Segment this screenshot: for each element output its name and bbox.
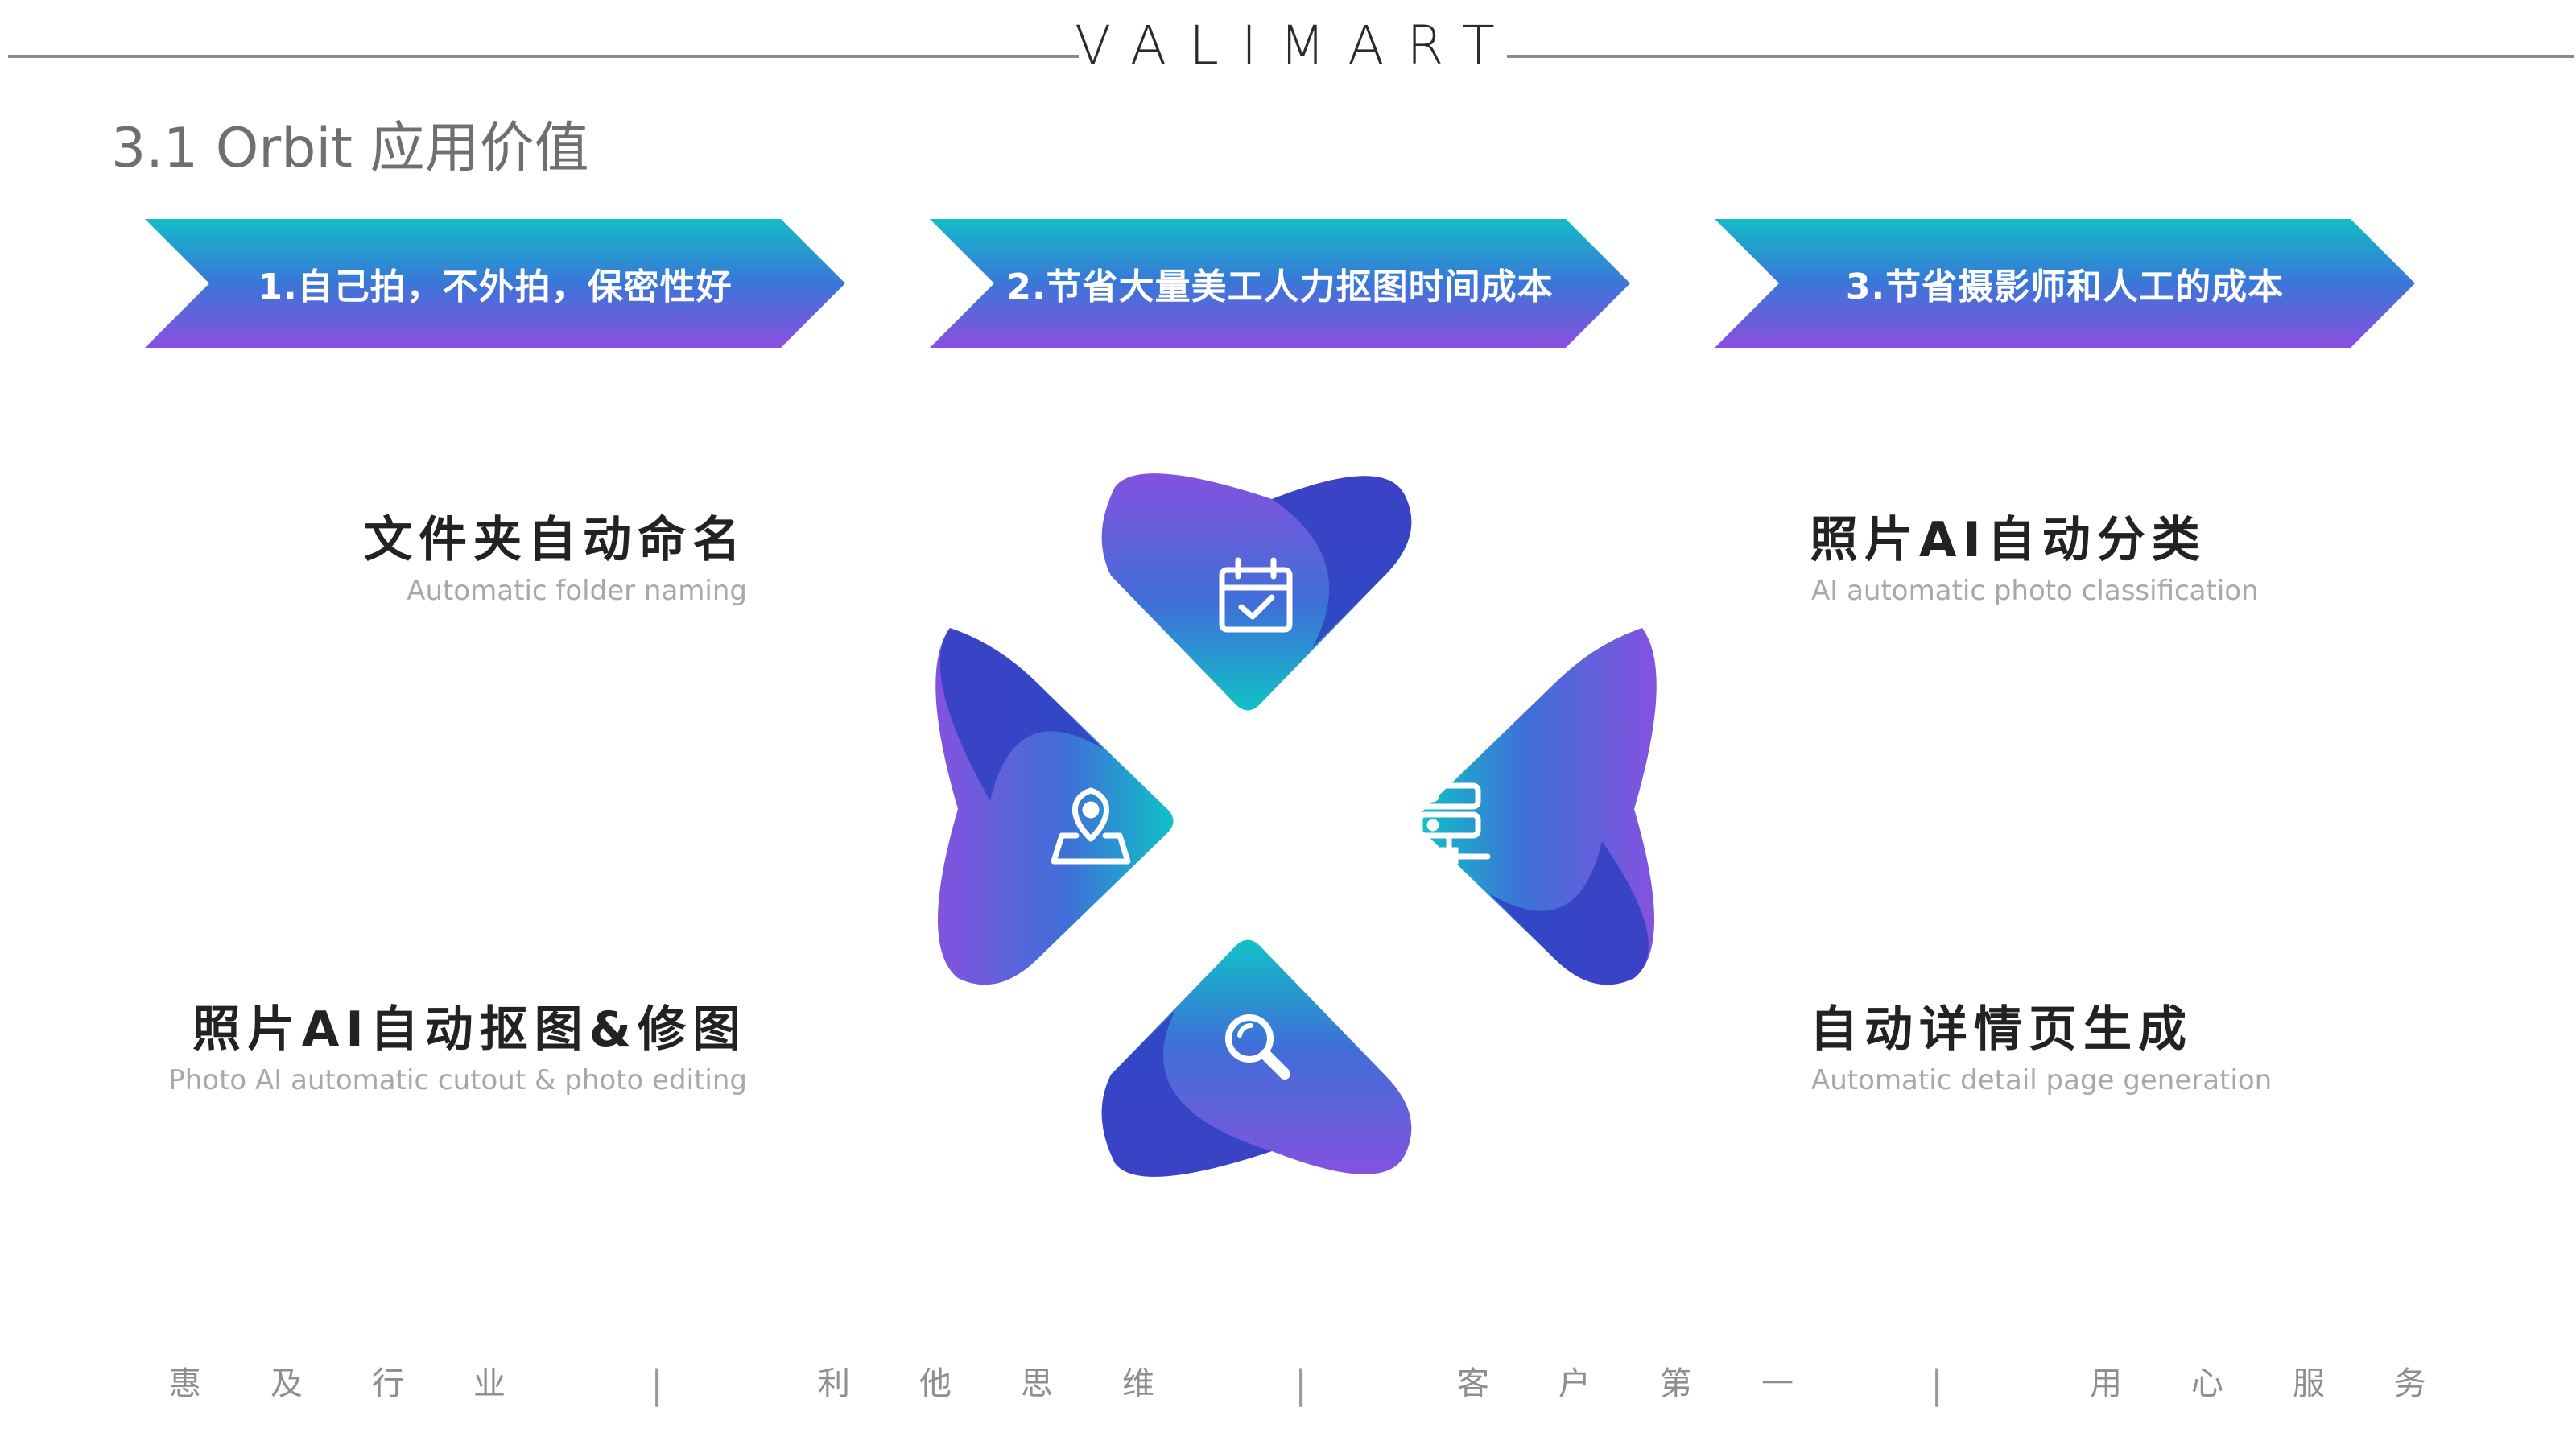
feature-title-photo-classification: 照片AI自动分类 [1810, 512, 2207, 568]
value-banner-1: 1.自己拍，不外拍，保密性好 [145, 219, 845, 348]
banner-chevron-shape [930, 219, 1630, 348]
feature-subtitle-detail-page: Automatic detail page generation [1811, 1064, 2273, 1096]
banner-label: 1.自己拍，不外拍，保密性好 [258, 266, 733, 308]
feature-subtitle-cutout-editing: Photo AI automatic cutout & photo editin… [168, 1064, 747, 1096]
footer-value-2: 利他思维 [818, 1365, 1224, 1402]
orbit-petal-graphic [935, 473, 1657, 1177]
brand-logo-text: VALIMART [1075, 14, 1517, 76]
map-pin-icon [1051, 787, 1131, 865]
banner-label: 3.节省摄影师和人工的成本 [1845, 266, 2285, 308]
header-rule-left [8, 55, 1079, 58]
footer-value-3: 客户第一 [1457, 1365, 1863, 1402]
magnifier-icon [1225, 1014, 1290, 1080]
footer-separator: | [1930, 1362, 1944, 1407]
page-title: 3.1 Orbit 应用价值 [111, 117, 589, 180]
value-banner-2: 2.节省大量美工人力抠图时间成本 [930, 219, 1630, 348]
header-rule-right [1507, 55, 2574, 58]
feature-title-folder-naming: 文件夹自动命名 [364, 512, 747, 568]
footer-separator: | [650, 1362, 664, 1407]
feature-subtitle-folder-naming: Automatic folder naming [407, 575, 747, 607]
calendar-check-icon [1219, 557, 1293, 633]
footer-value-4: 用心服务 [2090, 1365, 2496, 1402]
footer-value-1: 惠及行业 [169, 1365, 575, 1402]
banner-label: 2.节省大量美工人力抠图时间成本 [1006, 266, 1554, 308]
feature-subtitle-photo-classification: AI automatic photo classification [1811, 575, 2259, 607]
feature-title-cutout-editing: 照片AI自动抠图&修图 [192, 1001, 747, 1058]
server-network-icon [1407, 782, 1491, 865]
petal-top [1101, 473, 1412, 711]
petal-left [935, 628, 1174, 985]
value-banner-3: 3.节省摄影师和人工的成本 [1715, 219, 2415, 348]
banner-chevron-shape [1715, 219, 2415, 348]
feature-title-detail-page: 自动详情页生成 [1810, 1001, 2193, 1058]
petal-right [1418, 628, 1657, 985]
footer-separator: | [1294, 1362, 1308, 1407]
banner-chevron-shape [145, 219, 845, 348]
